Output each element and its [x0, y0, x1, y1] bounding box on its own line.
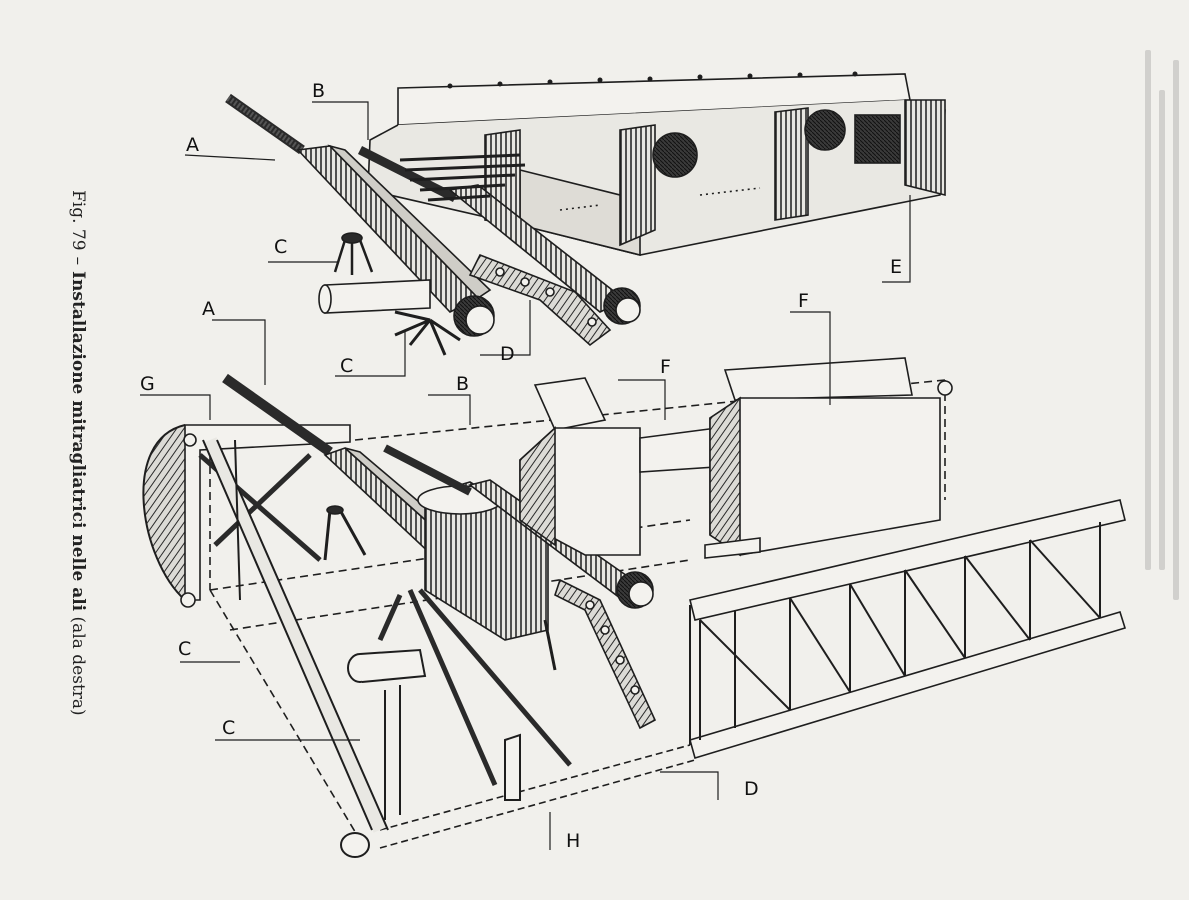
wing-panel [367, 71, 946, 257]
label-b-top: B [312, 80, 326, 102]
label-h-low: H [566, 830, 581, 852]
label-d-top: D [500, 343, 515, 365]
label-a-low: A [202, 298, 215, 320]
ammo-box-f-right [704, 357, 953, 559]
bottom-assembly [142, 357, 1127, 858]
label-d-low: D [744, 778, 759, 800]
label-b-low: B [456, 373, 470, 395]
label-e-top: E [890, 256, 903, 278]
label-c-low1: C [178, 638, 192, 660]
label-f-right: F [798, 290, 809, 312]
lattice-girder [379, 499, 1127, 849]
label-a-top: A [186, 134, 199, 156]
top-gun-outer [225, 93, 495, 356]
label-f-left: F [660, 356, 671, 378]
label-g-low: G [140, 373, 155, 395]
front-spar-structure [202, 437, 521, 858]
girder-struts [699, 522, 1101, 728]
top-gun-inner [357, 145, 641, 347]
bleed-through-text [1143, 50, 1183, 610]
label-c-mid: C [340, 355, 354, 377]
leader-lines [140, 101, 911, 850]
ammo-belt [399, 153, 526, 202]
label-c-low2: C [222, 717, 236, 739]
top-assembly [225, 71, 946, 356]
label-c-top: C [274, 236, 288, 258]
rivet-row [447, 71, 858, 89]
leading-edge-rib [142, 424, 351, 608]
